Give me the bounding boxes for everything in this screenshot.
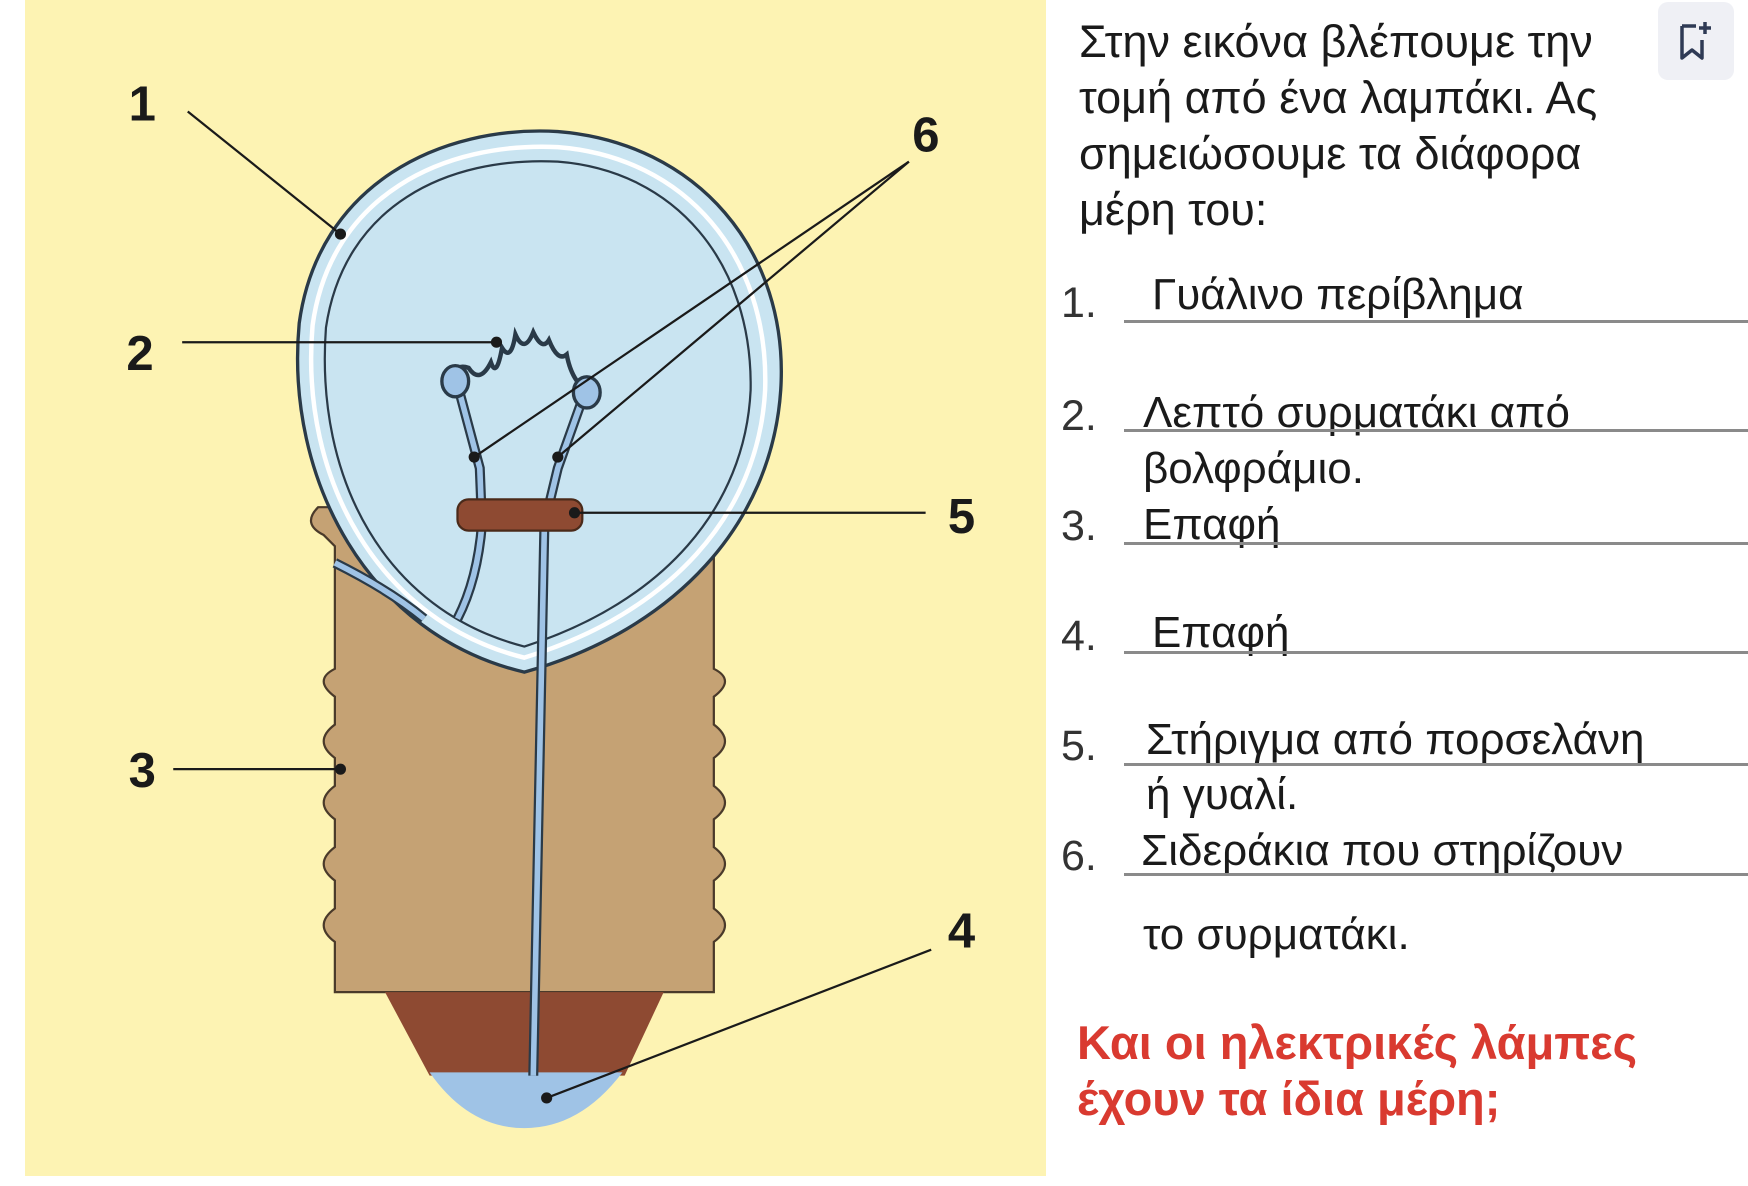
question-line-1: Και οι ηλεκτρικές λάμπες: [1077, 1016, 1638, 1069]
item-5-answer-cont: ή γυαλί.: [1146, 770, 1299, 819]
filament: [453, 326, 588, 392]
intro-text: Στην εικόνα βλέπουμε την τομή από ένα λα…: [1079, 16, 1598, 235]
item-4-number: 4.: [1061, 612, 1097, 660]
item-6-answer-cont: το συρματάκι.: [1143, 910, 1410, 959]
item-3-number: 3.: [1061, 502, 1097, 550]
answer-line-5: [1124, 763, 1748, 766]
label-1: 1: [129, 77, 156, 131]
label-5: 5: [948, 490, 975, 544]
item-6-number: 6.: [1061, 832, 1097, 880]
porcelain-support: [456, 498, 584, 532]
bottom-contact: [385, 992, 664, 1076]
label-3: 3: [129, 744, 156, 798]
label-4: 4: [948, 904, 975, 958]
label-6: 6: [912, 109, 939, 163]
answer-line-2: [1124, 429, 1748, 432]
answer-line-1: [1124, 320, 1748, 323]
bookmark-add-icon: [1680, 22, 1711, 60]
item-5-answer: Στήριγμα από πορσελάνη: [1146, 715, 1645, 764]
item-3-answer: Επαφή: [1143, 500, 1281, 549]
question-line-2: έχουν τα ίδια μέρη;: [1077, 1072, 1501, 1125]
item-1-answer: Γυάλινο περίβλημα: [1152, 270, 1524, 319]
item-6-answer: Σιδεράκια που στηρίζουν: [1141, 826, 1624, 875]
item-2-answer: Λεπτό συρματάκι από: [1143, 388, 1570, 437]
item-4-answer: Επαφή: [1152, 608, 1290, 657]
item-5-number: 5.: [1061, 722, 1097, 770]
item-1-number: 1.: [1061, 279, 1097, 327]
item-2-number: 2.: [1061, 392, 1097, 440]
bookmark-button[interactable]: [1658, 2, 1734, 80]
item-2-answer-cont: βολφράμιο.: [1143, 444, 1364, 493]
question-text: Και οι ηλεκτρικές λάμπες έχουν τα ίδια μ…: [1077, 1015, 1637, 1127]
answer-line-6: [1124, 873, 1748, 876]
leader-lines: [173, 110, 932, 1100]
lightbulb-diagram: 1 2 3 4 5 6: [25, 0, 1046, 1176]
glass-envelope: [295, 129, 783, 674]
label-2: 2: [126, 327, 153, 381]
answer-line-4: [1124, 651, 1748, 654]
lightbulb-cross-section: 1 2 3 4 5 6: [126, 77, 975, 1129]
answer-line-3: [1124, 542, 1748, 545]
